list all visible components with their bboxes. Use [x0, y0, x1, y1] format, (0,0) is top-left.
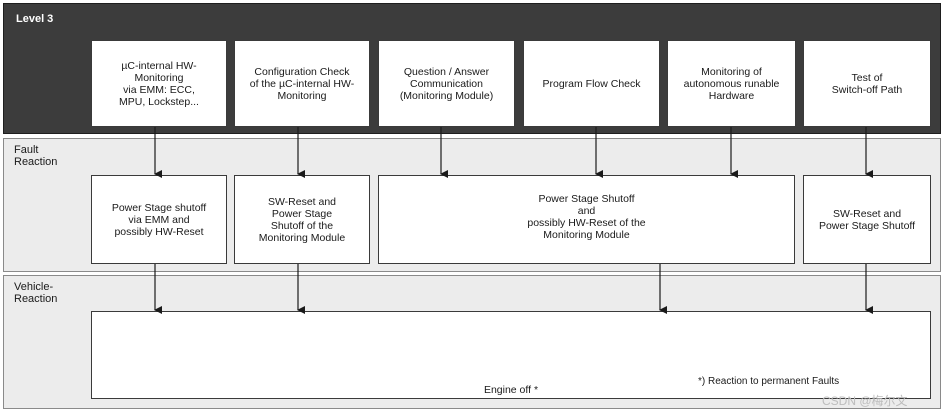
reaction-box-sw-reset-shutoff: SW-Reset and Power Stage Shutoff — [803, 175, 931, 264]
monitor-box-question-answer: Question / Answer Communication (Monitor… — [378, 40, 515, 127]
footnote-text: *) Reaction to permanent Faults — [698, 376, 840, 387]
reaction-box-sw-reset-monitoring: SW-Reset and Power Stage Shutoff of the … — [234, 175, 370, 264]
monitor-box-hw-monitoring: µC-internal HW- Monitoring via EMM: ECC,… — [91, 40, 227, 127]
level3-label: Level 3 — [16, 13, 54, 25]
engine-off-box: Engine off * — [91, 311, 931, 399]
monitor-box-program-flow: Program Flow Check — [523, 40, 660, 127]
monitor-box-switch-off-test: Test of Switch-off Path — [803, 40, 931, 127]
reaction-box-power-stage-hw-reset: Power Stage Shutoff and possibly HW-Rese… — [378, 175, 795, 264]
fault-reaction-label: Fault Reaction — [14, 144, 58, 168]
monitor-box-autonomous-hardware: Monitoring of autonomous runable Hardwar… — [667, 40, 796, 127]
monitor-box-config-check: Configuration Check of the µC-internal H… — [234, 40, 370, 127]
watermark-text: CSDN @梅尔文 — [822, 394, 908, 408]
vehicle-reaction-label: Vehicle- Reaction — [14, 281, 58, 305]
